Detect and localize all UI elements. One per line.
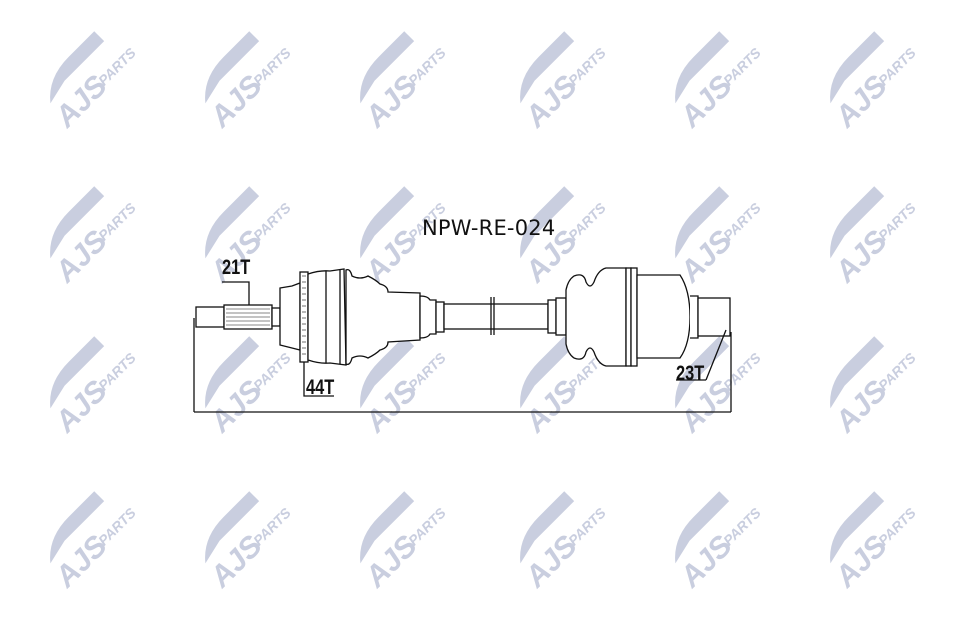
part-number: NPW-RE-024 bbox=[422, 216, 556, 240]
label-abs-ring: 44T bbox=[306, 376, 335, 399]
label-inner-spline: 23T bbox=[676, 362, 705, 385]
label-outer-spline: 21T bbox=[222, 256, 251, 279]
